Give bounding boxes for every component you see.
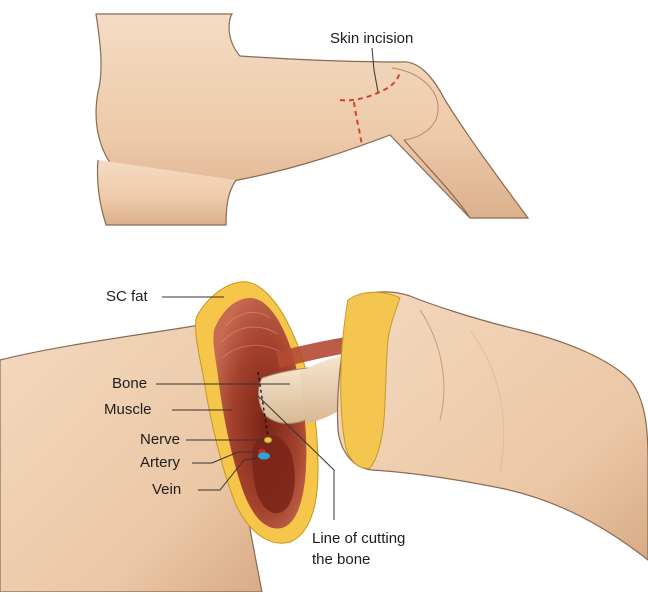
nerve-label: Nerve [140,431,180,449]
vein-dot [258,453,270,460]
nerve-dot [264,437,272,443]
sc-fat-label: SC fat [106,288,148,306]
muscle-label: Muscle [104,401,152,419]
bone-label: Bone [112,375,147,393]
line-of-cutting-label-2: the bone [312,551,370,569]
line-of-cutting-label-1: Line of cutting [312,530,405,548]
vein-label: Vein [152,481,181,499]
artery-label: Artery [140,454,180,472]
upper-limb-view [96,14,528,225]
skin-incision-label: Skin incision [330,30,413,48]
